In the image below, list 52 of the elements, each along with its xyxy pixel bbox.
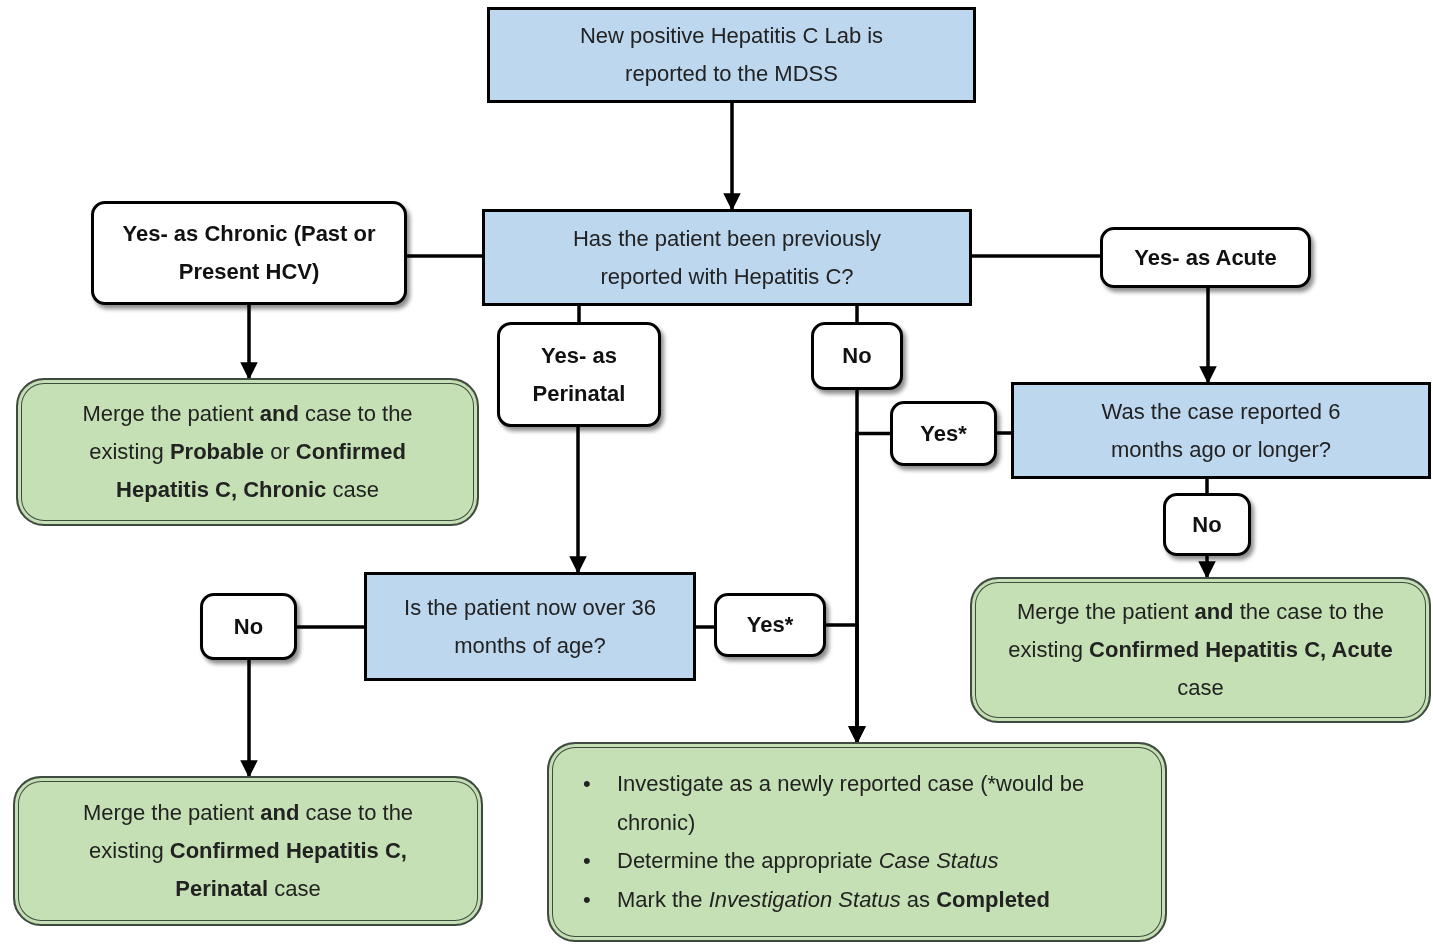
- answer-label-box: [1100, 227, 1311, 288]
- arrow: [240, 305, 258, 380]
- box-text: Merge the patient and case to the existing Probable or Confirmed Hepatitis C, Chronic case: [81, 400, 414, 504]
- outcome-box: [547, 742, 1167, 942]
- bullet-mark: •: [583, 847, 592, 875]
- answer-label-box: [91, 201, 407, 305]
- answer-label-box: [497, 322, 661, 427]
- box-text: Yes- as Acute: [1134, 243, 1277, 272]
- list-item-text: Determine the appropriate Case Status: [617, 847, 1000, 875]
- arrow: [826, 623, 866, 744]
- arrow: [1199, 288, 1217, 384]
- box-text: Yes- as Chronic (Past or Present HCV): [121, 220, 377, 286]
- answer-label-box: [890, 401, 997, 466]
- box-text: Yes- as Perinatal: [531, 341, 627, 408]
- arrow: [240, 660, 258, 778]
- outcome-box: [16, 378, 479, 526]
- connector-line: [855, 306, 859, 322]
- connector-line: [1205, 479, 1209, 493]
- box-text: New positive Hepatitis C Lab is reported to the MDSS: [578, 22, 885, 88]
- box-text: No: [842, 342, 872, 371]
- decision-box: [364, 572, 696, 681]
- box-text: Yes*: [920, 419, 967, 448]
- bullet-mark: •: [583, 770, 592, 798]
- list-item-text: Mark the Investigation Status as Completed: [617, 885, 1051, 914]
- connector-line: [997, 431, 1011, 435]
- decision-box: [1011, 382, 1431, 479]
- decision-box: [482, 209, 972, 306]
- box-text: Merge the patient and case to the existing Confirmed Hepatitis C, Perinatal case: [81, 799, 415, 903]
- box-text: Merge the patient and the case to the existing Confirmed Hepatitis C, Acute case: [1007, 598, 1394, 702]
- connector-line: [297, 625, 364, 629]
- arrow: [569, 427, 587, 574]
- arrow: [1198, 556, 1216, 579]
- connector-line: [577, 306, 581, 322]
- answer-label-box: [1163, 493, 1251, 556]
- box-text: Yes*: [746, 611, 794, 640]
- connector-line: [407, 254, 482, 258]
- box-text: No: [1192, 510, 1222, 539]
- title-box: [487, 7, 976, 103]
- box-text: Is the patient now over 36 months of age?: [403, 593, 657, 660]
- list-item-text: Investigate as a newly reported case (*would be chronic): [617, 770, 1086, 837]
- bullet-mark: •: [583, 885, 592, 914]
- outcome-box: [970, 577, 1431, 723]
- connector-line: [972, 254, 1100, 258]
- arrow: [723, 103, 741, 211]
- box-text: Was the case reported 6 months ago or longer?: [1100, 397, 1342, 464]
- box-text: Has the patient been previously reported with Hepatitis C?: [571, 224, 883, 291]
- answer-label-box: [811, 322, 903, 390]
- answer-label-box: [714, 593, 826, 657]
- box-text: No: [233, 612, 264, 641]
- outcome-box: [13, 776, 483, 926]
- connector-line: [696, 625, 714, 629]
- answer-label-box: [200, 593, 297, 660]
